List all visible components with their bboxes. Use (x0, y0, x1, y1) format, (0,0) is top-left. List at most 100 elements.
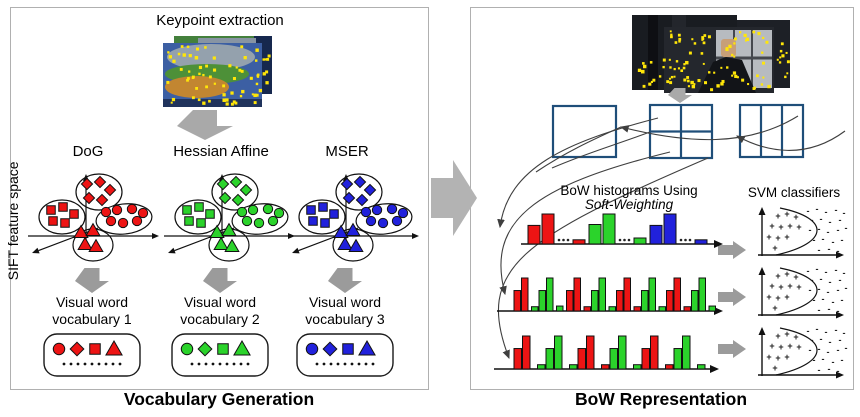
svg-text:+: + (784, 352, 789, 362)
keypoint-down-arrow (177, 110, 233, 140)
vocabulary-2-line2: vocabulary 2 (180, 310, 260, 327)
svg-text:+: + (793, 212, 798, 222)
svg-text:-: - (828, 364, 831, 374)
detector-label-hessian-affine: Hessian Affine (173, 143, 269, 160)
svg-text:-: - (837, 246, 840, 256)
svg-text:-: - (832, 297, 835, 307)
bow-histogram-2 (497, 277, 723, 315)
vocabulary-1-line1: Visual word (55, 294, 129, 310)
svg-text:+: + (784, 209, 789, 219)
svg-text:+: + (784, 292, 789, 302)
svg-text:-: - (837, 225, 840, 235)
svg-text:+: + (778, 282, 783, 292)
svg-text:-: - (832, 357, 835, 367)
svm-input-arrow-2 (718, 288, 746, 306)
svg-text:-: - (827, 227, 830, 237)
vocabulary-2-label: Visual word vocabulary 2 (160, 294, 280, 327)
svg-text:+: + (796, 342, 801, 352)
svg-text:+: + (766, 232, 771, 242)
svg-text:-: - (807, 206, 810, 216)
svg-text:+: + (778, 342, 783, 352)
svg-text:-: - (816, 204, 819, 214)
svg-text:-: - (807, 326, 810, 336)
svg-text:-: - (845, 343, 848, 353)
vocab-down-arrow-1 (75, 268, 109, 293)
svg-text:-: - (822, 294, 825, 304)
svm-input-arrow-1 (718, 241, 746, 259)
svg-text:-: - (809, 345, 812, 355)
svg-text:+: + (784, 269, 789, 279)
svg-text:+: + (772, 303, 777, 313)
sift-feature-space-axis-label: SIFT feature space (5, 161, 22, 281)
feature-space-cluster-1 (28, 173, 159, 262)
svg-text:+: + (784, 232, 789, 242)
svg-text:+: + (766, 352, 771, 362)
svg-text:-: - (829, 277, 832, 287)
svg-text:-: - (820, 334, 823, 344)
svg-text:-: - (822, 234, 825, 244)
svg-text:-: - (820, 274, 823, 284)
svg-text:-: - (825, 327, 828, 337)
svm-plot-2: +++++++++++--------------------- (758, 264, 848, 319)
svg-text:-: - (843, 208, 846, 218)
svg-text:+: + (775, 271, 780, 281)
svg-text:-: - (843, 268, 846, 278)
svg-text:-: - (816, 264, 819, 274)
svg-text:-: - (829, 217, 832, 227)
svg-text:-: - (828, 304, 831, 314)
svg-text:-: - (809, 225, 812, 235)
svm-input-arrow-3 (718, 340, 746, 358)
svg-text:-: - (818, 245, 821, 255)
svg-text:+: + (796, 282, 801, 292)
svg-text:+: + (775, 353, 780, 363)
svg-text:-: - (811, 215, 814, 225)
svg-text:-: - (827, 347, 830, 357)
svg-text:+: + (769, 221, 774, 231)
grid-box-2x2 (648, 103, 714, 160)
vocabulary-2-line1: Visual word (183, 294, 257, 310)
svg-text:-: - (835, 205, 838, 215)
svg-text:-: - (818, 284, 821, 294)
svg-text:-: - (837, 366, 840, 376)
svg-text:+: + (775, 293, 780, 303)
svm-classifiers-label: SVM classifiers (747, 185, 841, 200)
svg-text:-: - (820, 214, 823, 224)
svg-text:-: - (832, 237, 835, 247)
vocabulary-3-line2: vocabulary 3 (305, 310, 385, 327)
svg-text:-: - (809, 285, 812, 295)
svg-text:-: - (816, 324, 819, 334)
svg-text:-: - (825, 207, 828, 217)
svg-text:+: + (766, 292, 771, 302)
svg-text:+: + (775, 331, 780, 341)
svg-text:-: - (813, 235, 816, 245)
svg-text:-: - (811, 335, 814, 345)
vocabulary-box-3 (296, 333, 394, 377)
svg-text:-: - (841, 235, 844, 245)
svg-text:-: - (827, 287, 830, 297)
panel-transition-arrow (431, 160, 477, 236)
svg-text:+: + (772, 243, 777, 253)
svg-text:-: - (828, 244, 831, 254)
region-to-histogram-arrows (497, 115, 846, 360)
vocabulary-1-line2: vocabulary 1 (52, 310, 132, 327)
svg-text:-: - (825, 267, 828, 277)
vocabulary-1-label: Visual word vocabulary 1 (32, 294, 152, 327)
keypoint-extraction-label: Keypoint extraction (156, 12, 284, 29)
frame-down-arrow (668, 88, 692, 103)
vocab-down-arrow-3 (328, 268, 362, 293)
svg-text:-: - (841, 295, 844, 305)
svg-text:-: - (811, 275, 814, 285)
svg-text:-: - (839, 215, 842, 225)
svg-text:+: + (769, 281, 774, 291)
bow-histogram-1 (521, 213, 723, 248)
svg-text:+: + (784, 329, 789, 339)
svg-text:-: - (845, 223, 848, 233)
right-panel-title: BoW Representation (574, 389, 748, 409)
svm-plot-3: +++++++++++--------------------- (758, 324, 848, 379)
bow-histograms-caption: BoW histograms Using (560, 183, 698, 198)
svg-text:-: - (813, 355, 816, 365)
svg-text:-: - (818, 224, 821, 234)
feature-space-cluster-3 (288, 173, 419, 262)
svg-text:+: + (787, 341, 792, 351)
